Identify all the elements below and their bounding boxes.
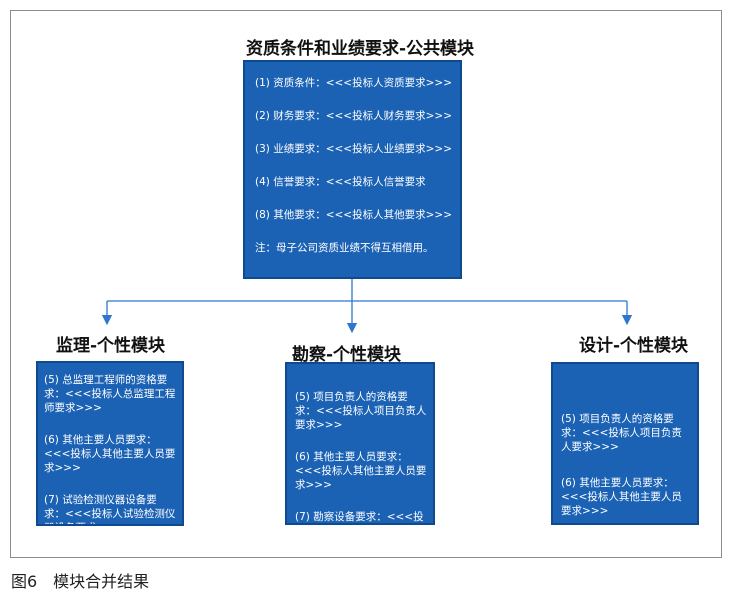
survey-module-box: (5) 项目负责人的资格要求：<<<投标人项目负责人要求>>> (6) 其他主要… <box>285 362 435 525</box>
public-item: (8) 其他要求：<<<投标人其他要求>>> <box>255 209 452 221</box>
survey-item: (6) 其他主要人员要求：<<<投标人其他主要人员要求>>> <box>295 451 427 491</box>
public-module-box: (1) 资质条件：<<<投标人资质要求>>> (2) 财务要求：<<<投标人财务… <box>243 60 462 279</box>
supervision-module-title: 监理-个性模块 <box>56 336 166 356</box>
public-module-title: 资质条件和业绩要求-公共模块 <box>246 39 475 59</box>
design-item: (6) 其他主要人员要求：<<<投标人其他主要人员要求>>> <box>561 477 682 517</box>
supervision-item: (6) 其他主要人员要求：<<<投标人其他主要人员要求>>> <box>44 434 176 474</box>
figure-frame <box>10 10 722 558</box>
supervision-module-box: (5) 总监理工程师的资格要求：<<<投标人总监理工程师要求>>> (6) 其他… <box>36 361 184 526</box>
design-module-box: (5) 项目负责人的资格要求：<<<投标人项目负责人要求>>> (6) 其他主要… <box>551 362 699 525</box>
survey-item: (5) 项目负责人的资格要求：<<<投标人项目负责人要求>>> <box>295 391 427 431</box>
survey-item: (7) 勘察设备要求：<<<投标人勘察设备要求>>> <box>295 511 424 523</box>
supervision-item: (5) 总监理工程师的资格要求：<<<投标人总监理工程师要求>>> <box>44 374 176 414</box>
public-note: 注：母子公司资质业绩不得互相借用。 <box>255 242 434 254</box>
figure-caption: 图6 模块合并结果 <box>11 572 150 591</box>
design-module-title: 设计-个性模块 <box>579 336 689 356</box>
survey-module-title: 勘察-个性模块 <box>292 345 402 365</box>
supervision-item: (7) 试验检测仪器设备要求：<<<投标人试验检测仪器设备要求>>> <box>44 494 176 524</box>
public-item: (2) 财务要求：<<<投标人财务要求>>> <box>255 110 452 122</box>
design-item: (5) 项目负责人的资格要求：<<<投标人项目负责人要求>>> <box>561 413 682 453</box>
public-item: (1) 资质条件：<<<投标人资质要求>>> <box>255 77 452 89</box>
public-item: (3) 业绩要求：<<<投标人业绩要求>>> <box>255 143 452 155</box>
public-item: (4) 信誉要求：<<<投标人信誉要求 <box>255 176 426 188</box>
